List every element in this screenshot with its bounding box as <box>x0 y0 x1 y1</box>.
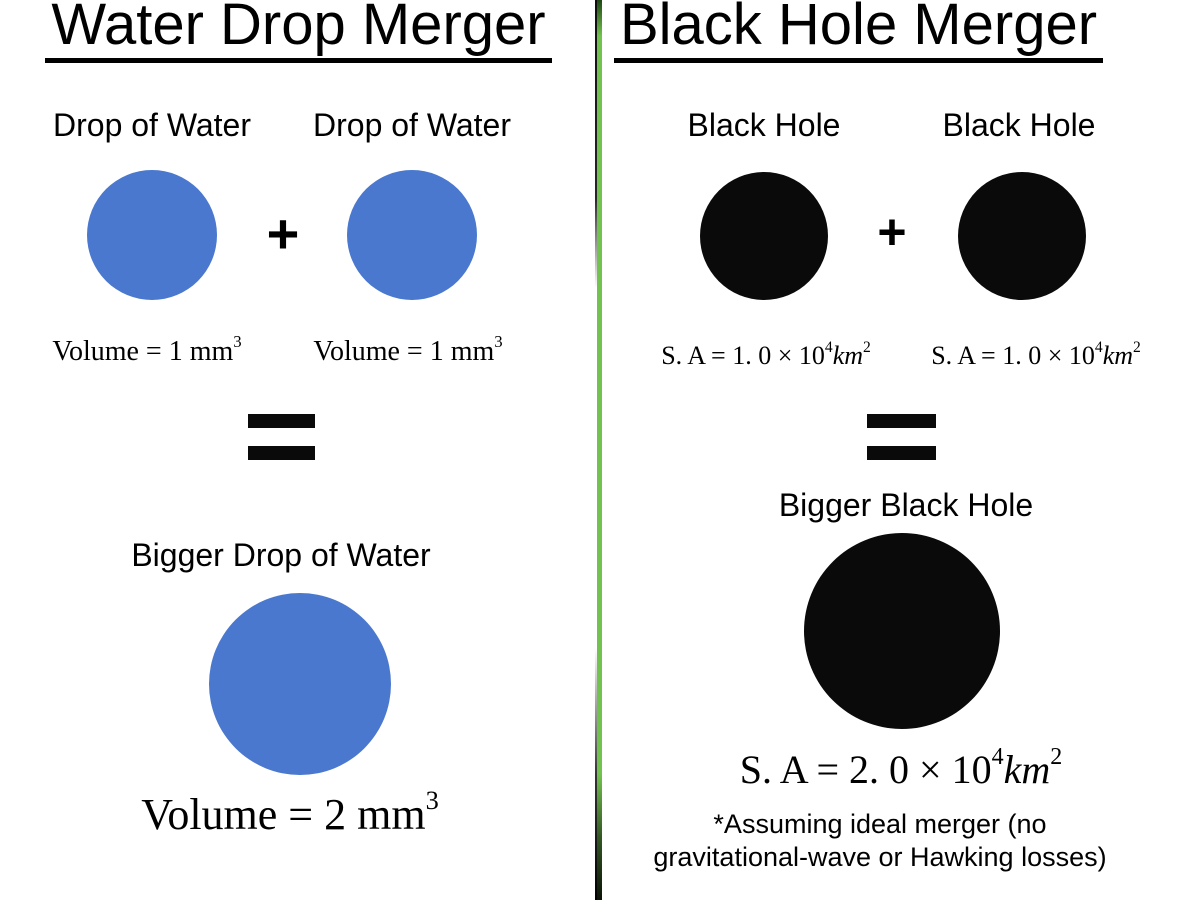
bigger-water-drop-circle <box>209 593 391 775</box>
black-hole-circle-2 <box>958 172 1086 300</box>
black-hole-circle-1 <box>700 172 828 300</box>
sa-2-base: S. A = 1. 0 × 10 <box>931 341 1095 370</box>
equals-sign-right: = <box>867 414 936 460</box>
sa-1-base: S. A = 1. 0 × 10 <box>661 341 825 370</box>
volume-1-base: Volume = 1 mm <box>52 336 234 367</box>
black-hole-merger-title: Black Hole Merger <box>613 0 1104 63</box>
bigger-black-hole-label: Bigger Black Hole <box>778 487 1034 523</box>
surface-area-result-label: S. A = 2. 0 × 104km2 <box>731 744 1071 793</box>
divider-shading <box>597 0 602 900</box>
assumption-footnote: *Assuming ideal merger (no gravitational… <box>640 808 1120 874</box>
volume-label-2: Volume = 1 mm3 <box>308 333 508 368</box>
drop2-label: Drop of Water <box>313 107 511 143</box>
sa-1-exponent2: 2 <box>863 338 871 356</box>
plus-sign-left: + <box>266 201 300 265</box>
volume-result-base: Volume = 2 mm <box>141 790 426 839</box>
water-merger-title-row: Water Drop Merger <box>0 0 597 63</box>
divider-green-line <box>597 0 602 900</box>
equals-sign-left: = <box>248 414 315 460</box>
volume-1-exponent: 3 <box>233 331 242 351</box>
drop1-label: Drop of Water <box>53 107 251 143</box>
bigger-black-hole-circle <box>804 533 1000 729</box>
sa-2-exponent1: 4 <box>1094 338 1103 356</box>
sa-2-unit: km <box>1102 341 1134 370</box>
divider-black-line <box>595 0 597 900</box>
sa-1-exponent1: 4 <box>824 338 833 356</box>
volume-label-1: Volume = 1 mm3 <box>47 333 247 368</box>
water-drop-circle-2 <box>347 170 477 300</box>
sa-result-exponent1: 4 <box>991 744 1004 771</box>
volume-2-exponent: 3 <box>494 331 503 351</box>
plus-sign-right: + <box>877 204 907 260</box>
sa-result-base: S. A = 2. 0 × 10 <box>739 747 992 792</box>
volume-2-base: Volume = 1 mm <box>313 336 495 367</box>
sa-2-exponent2: 2 <box>1133 338 1141 356</box>
equals-right-bottom-bar <box>867 446 936 460</box>
bigger-drop-label: Bigger Drop of Water <box>131 537 431 573</box>
black-hole1-label: Black Hole <box>687 107 841 143</box>
black-hole2-label: Black Hole <box>942 107 1096 143</box>
footnote-line-2: gravitational-wave or Hawking losses) <box>653 842 1107 872</box>
surface-area-label-1: S. A = 1. 0 × 104km2 <box>646 338 886 371</box>
footnote-line-1: *Assuming ideal merger (no <box>713 809 1047 839</box>
water-merger-title: Water Drop Merger <box>45 0 552 63</box>
sa-1-unit: km <box>832 341 864 370</box>
surface-area-label-2: S. A = 1. 0 × 104km2 <box>916 338 1156 371</box>
equals-right-top-bar <box>867 414 936 428</box>
equals-left-top-bar <box>248 414 315 428</box>
sa-result-unit: km <box>1003 747 1051 792</box>
volume-result-exponent: 3 <box>425 784 439 815</box>
black-hole-merger-title-row: Black Hole Merger <box>603 0 1200 63</box>
water-drop-circle-1 <box>87 170 217 300</box>
sa-result-exponent2: 2 <box>1050 744 1063 771</box>
volume-result-label: Volume = 2 mm3 <box>140 786 440 840</box>
equals-left-bottom-bar <box>248 446 315 460</box>
